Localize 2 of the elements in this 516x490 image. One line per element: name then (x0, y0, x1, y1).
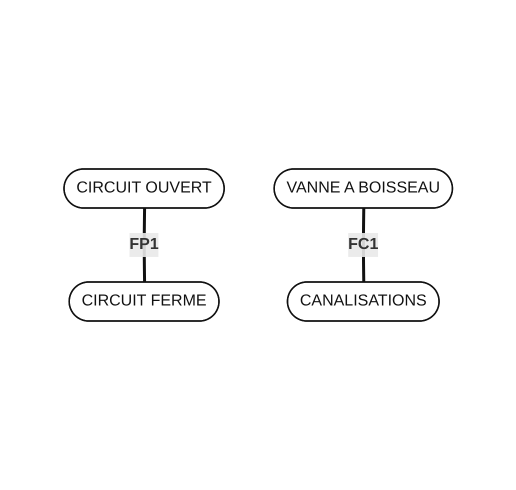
edge-label: FP1 (129, 236, 159, 253)
edge-label: FC1 (348, 236, 378, 253)
